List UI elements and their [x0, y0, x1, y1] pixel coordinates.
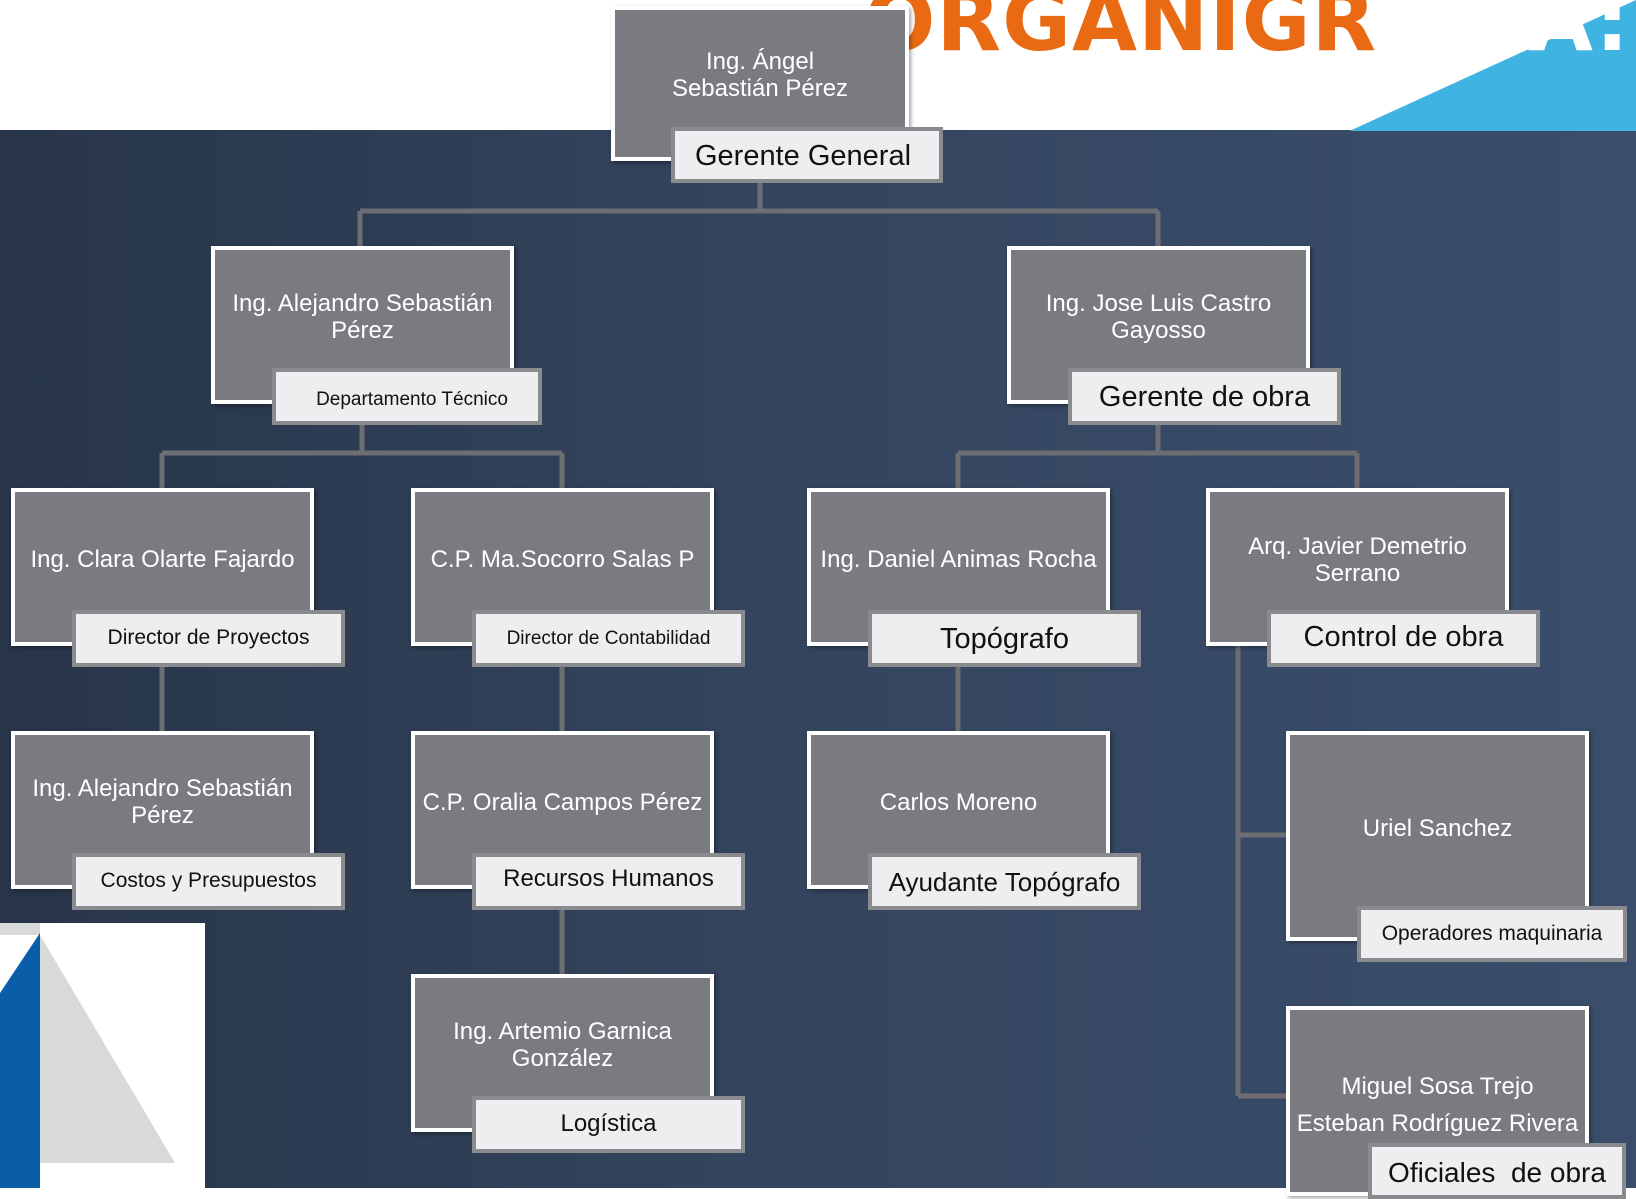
node-costos-y-presupuestos: Ing. Alejandro Sebastián Pérez Costos y … [11, 731, 345, 910]
node-role: Director de Proyectos [72, 610, 345, 667]
node-oficiales-de-obra: Miguel Sosa Trejo Esteban Rodríguez Rive… [1286, 1006, 1626, 1199]
connector-departamento-tecnico [159, 420, 565, 490]
node-director-de-proyectos: Ing. Clara Olarte Fajardo Director de Pr… [11, 488, 345, 667]
node-name: Uriel Sanchez [1362, 815, 1513, 842]
node-role: Costos y Presupuestos [72, 853, 345, 910]
node-role: Logística [472, 1096, 745, 1153]
node-name: Ing. Clara Olarte Fajardo [30, 546, 295, 573]
node-role: Recursos Humanos [472, 853, 745, 910]
node-role: Control de obra [1267, 610, 1540, 667]
node-topografo: Ing. Daniel Animas Rocha Topógrafo [807, 488, 1141, 667]
node-ayudante-topografo: Carlos Moreno Ayudante Topógrafo [807, 731, 1141, 910]
title-part-orange: ORGANIGR [864, 0, 1378, 70]
node-role: Gerente General [671, 127, 943, 183]
node-role: Director de Contabilidad [472, 610, 745, 667]
node-control-de-obra: Arq. Javier Demetrio Serrano Control de … [1206, 488, 1540, 667]
connector-gerente-de-obra [955, 420, 1360, 490]
node-name: Miguel Sosa Trejo [1341, 1073, 1534, 1100]
title-part-white: AMA: [1377, 0, 1630, 70]
node-role: Topógrafo [868, 610, 1141, 667]
page-title: ORGANIGRAMA: [864, 0, 1630, 70]
node-recursos-humanos: C.P. Oralia Campos Pérez Recursos Humano… [411, 731, 745, 910]
node-name: C.P. Oralia Campos Pérez [422, 789, 703, 816]
company-logo [0, 923, 205, 1188]
node-role: Departamento Técnico [272, 368, 542, 425]
node-gerente-general: Ing. Ángel Sebastián Pérez Gerente Gener… [611, 6, 943, 183]
node-operadores-maquinaria: Uriel Sanchez Operadores maquinaria [1286, 731, 1627, 962]
node-departamento-tecnico: Ing. Alejandro Sebastián Pérez Departame… [211, 246, 542, 425]
node-name: Carlos Moreno [879, 789, 1038, 816]
node-name: Ing. Jose Luis Castro Gayosso [1045, 290, 1272, 344]
node-role: Oficiales de obra [1368, 1143, 1626, 1199]
node-director-de-contabilidad: C.P. Ma.Socorro Salas P Director de Cont… [411, 488, 745, 667]
node-role: Ayudante Topógrafo [868, 853, 1141, 910]
node-name: Ing. Ángel Sebastián Pérez [671, 48, 849, 102]
node-name: Ing. Alejandro Sebastián Pérez [32, 775, 293, 829]
node-name: Ing. Alejandro Sebastián Pérez [232, 290, 493, 344]
node-name: Arq. Javier Demetrio Serrano [1248, 533, 1467, 587]
connector-control-de-obra [1235, 645, 1292, 1099]
node-name: Ing. Artemio Garnica González [453, 1018, 672, 1072]
node-name: Ing. Daniel Animas Rocha [820, 546, 1097, 573]
node-name-2: Esteban Rodríguez Rivera [1296, 1110, 1579, 1137]
node-role: Gerente de obra [1068, 368, 1341, 425]
node-role: Operadores maquinaria [1357, 906, 1627, 962]
node-logistica: Ing. Artemio Garnica González Logística [411, 974, 745, 1153]
connector-gerente-general [357, 178, 1161, 248]
node-gerente-de-obra: Ing. Jose Luis Castro Gayosso Gerente de… [1007, 246, 1341, 425]
node-name: C.P. Ma.Socorro Salas P [430, 546, 695, 573]
